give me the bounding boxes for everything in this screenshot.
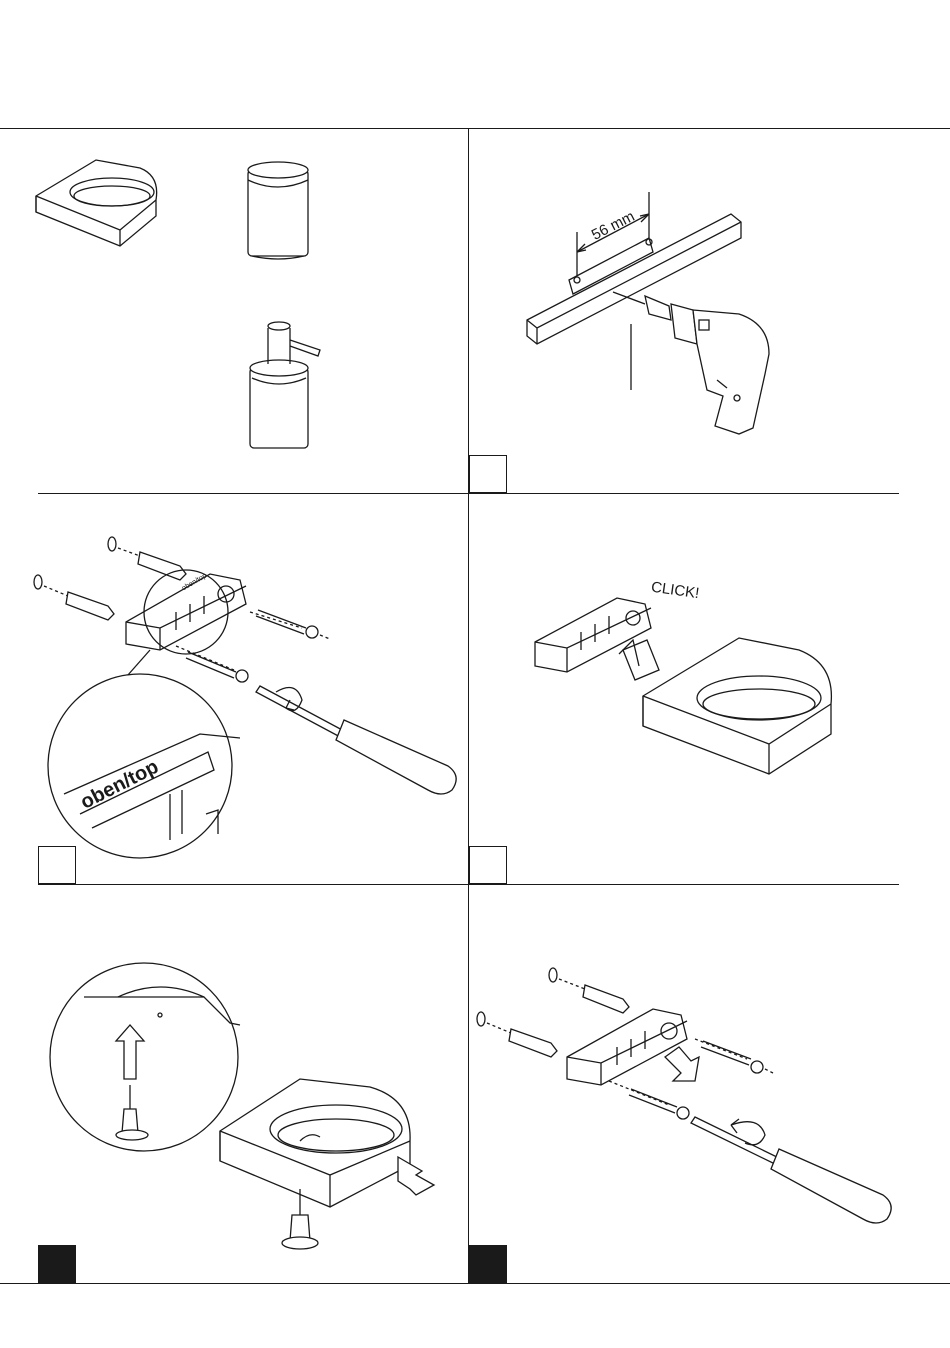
panel-click-holder: CLICK! — [469, 494, 899, 884]
wall-holder-illustration — [220, 1079, 410, 1207]
panel-mounting: oben/top — [0, 494, 468, 884]
wall-holder-illustration — [643, 638, 831, 774]
detail-magnifier-illustration — [50, 963, 240, 1151]
power-drill-illustration — [613, 292, 769, 434]
soap-dispenser-illustration — [250, 322, 320, 448]
screwdriver-illustration — [256, 686, 456, 794]
glass-tumbler-illustration — [248, 162, 308, 259]
step-box-drilling — [469, 455, 507, 493]
mounting-bracket-illustration — [567, 1009, 687, 1085]
panel-removal — [469, 885, 899, 1283]
mounting-bracket-illustration: oben/top — [126, 570, 246, 654]
step-box-removal — [469, 1245, 507, 1283]
screwdriver-illustration — [691, 1117, 891, 1223]
pull-arrow-icon — [665, 1047, 699, 1081]
bottom-rule — [0, 1283, 950, 1284]
step-box-click — [469, 846, 507, 884]
panel-set-screw — [0, 885, 468, 1283]
step-box-set-screw — [38, 1245, 76, 1283]
wall-holder-illustration — [36, 160, 157, 246]
click-label: CLICK! — [650, 579, 700, 603]
push-arrow-icon — [619, 640, 659, 680]
step-box-mounting — [38, 846, 76, 884]
panel-drilling: 56 mm — [469, 128, 899, 493]
distance-label: 56 mm — [589, 208, 638, 244]
detail-magnifier-illustration: oben/top — [48, 650, 240, 858]
panel-parts-overview — [0, 128, 468, 493]
pull-arrow-icon — [398, 1157, 434, 1195]
